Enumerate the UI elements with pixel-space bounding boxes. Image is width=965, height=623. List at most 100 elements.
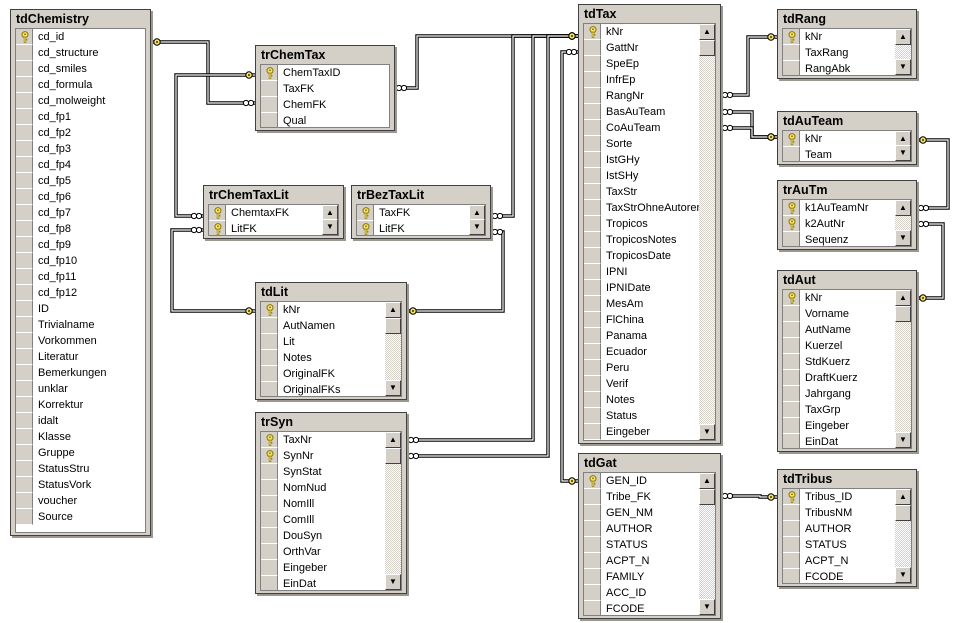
row-selector[interactable] [584,489,601,505]
field-row[interactable]: OriginalFK [261,366,385,382]
field-row[interactable]: cd_fp3 [16,141,145,157]
row-selector[interactable] [16,509,33,525]
row-selector[interactable] [261,97,278,113]
row-selector[interactable] [16,77,33,93]
row-selector[interactable] [16,221,33,237]
field-row[interactable]: Eingeber [584,424,699,440]
scroll-up-arrow-icon[interactable]: ▲ [385,302,401,318]
row-selector[interactable] [783,418,800,434]
row-selector[interactable] [16,445,33,461]
row-selector[interactable] [783,200,800,216]
row-selector[interactable] [783,354,800,370]
field-row[interactable]: Eingeber [261,560,385,576]
field-row[interactable]: Tropicos [584,216,699,232]
field-row[interactable]: TaxFK [357,205,469,221]
scroll-down-arrow-icon[interactable]: ▼ [385,380,401,396]
row-selector[interactable] [584,168,601,184]
row-selector[interactable] [783,216,800,232]
field-row[interactable]: cd_fp2 [16,125,145,141]
field-row[interactable]: BasAuTeam [584,104,699,120]
row-selector[interactable] [357,221,374,235]
row-selector[interactable] [16,61,33,77]
scroll-down-arrow-icon[interactable]: ▼ [895,432,911,448]
field-row[interactable]: Panama [584,328,699,344]
scroll-down-arrow-icon[interactable]: ▼ [699,424,715,440]
field-row[interactable]: Notes [584,392,699,408]
field-row[interactable]: cd_fp5 [16,173,145,189]
field-row[interactable]: k2AutNr [783,216,895,232]
row-selector[interactable] [584,264,601,280]
row-selector[interactable] [783,131,800,147]
row-selector[interactable] [16,45,33,61]
row-selector[interactable] [261,576,278,590]
row-selector[interactable] [584,184,601,200]
field-row[interactable]: AUTHOR [584,521,699,537]
row-selector[interactable] [783,402,800,418]
row-selector[interactable] [783,29,800,45]
field-row[interactable]: STATUS [783,537,895,553]
scroll-thumb[interactable] [385,318,401,334]
vertical-scrollbar[interactable]: ▲▼ [699,473,715,615]
scroll-up-arrow-icon[interactable]: ▲ [385,432,401,448]
row-selector[interactable] [584,200,601,216]
field-row[interactable]: Sorte [584,136,699,152]
row-selector[interactable] [783,553,800,569]
row-selector[interactable] [584,569,601,585]
field-row[interactable]: GattNr [584,40,699,56]
field-row[interactable]: ACPT_N [783,553,895,569]
field-row[interactable]: Vorname [783,306,895,322]
scroll-down-arrow-icon[interactable]: ▼ [895,145,911,161]
row-selector[interactable] [584,136,601,152]
row-selector[interactable] [261,366,278,382]
row-selector[interactable] [16,189,33,205]
row-selector[interactable] [16,397,33,413]
scroll-thumb[interactable] [895,505,911,521]
field-row[interactable]: k1AuTeamNr [783,200,895,216]
row-selector[interactable] [584,424,601,440]
row-selector[interactable] [16,141,33,157]
field-row[interactable]: AUTHOR [783,521,895,537]
field-row[interactable]: cd_fp6 [16,189,145,205]
field-row[interactable]: TribusNM [783,505,895,521]
row-selector[interactable] [209,205,226,221]
row-selector[interactable] [357,205,374,221]
vertical-scrollbar[interactable]: ▲▼ [699,24,715,440]
row-selector[interactable] [783,61,800,75]
field-row[interactable]: LitFK [209,221,322,235]
row-selector[interactable] [783,505,800,521]
row-selector[interactable] [261,544,278,560]
vertical-scrollbar[interactable]: ▲▼ [895,489,911,583]
field-row[interactable]: SynNr [261,448,385,464]
field-row[interactable]: idalt [16,413,145,429]
row-selector[interactable] [584,392,601,408]
row-selector[interactable] [261,318,278,334]
row-selector[interactable] [584,56,601,72]
row-selector[interactable] [783,232,800,246]
row-selector[interactable] [584,344,601,360]
scroll-down-arrow-icon[interactable]: ▼ [895,230,911,246]
row-selector[interactable] [584,88,601,104]
field-row[interactable]: StatusVork [16,477,145,493]
field-row[interactable]: ChemTaxID [261,65,389,81]
vertical-scrollbar[interactable]: ▲▼ [385,302,401,396]
field-row[interactable]: ComIll [261,512,385,528]
row-selector[interactable] [584,280,601,296]
field-row[interactable]: AutName [783,322,895,338]
row-selector[interactable] [584,312,601,328]
row-selector[interactable] [584,232,601,248]
scroll-thumb[interactable] [699,40,715,56]
row-selector[interactable] [584,328,601,344]
field-row[interactable]: TaxRang [783,45,895,61]
field-row[interactable]: Status [584,408,699,424]
